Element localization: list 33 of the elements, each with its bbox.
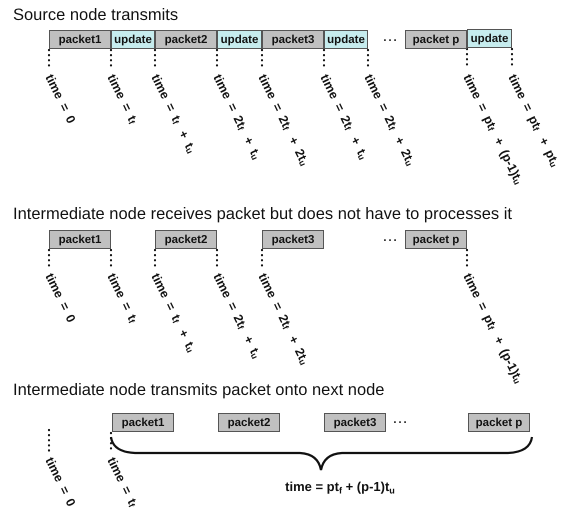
update-block: update: [217, 30, 262, 49]
dotted-line: [260, 248, 264, 270]
update-block: update: [324, 30, 368, 49]
packet-block: packet2: [155, 230, 217, 249]
time-label: time = 0: [42, 271, 78, 325]
dotted-line: [154, 248, 156, 270]
dotted-line: [48, 428, 50, 454]
ellipsis: …: [392, 410, 408, 428]
packet-block: packet1: [49, 230, 111, 249]
section-heading: Source node transmits: [13, 6, 178, 25]
packet-block: packet p: [405, 230, 467, 249]
ellipsis: …: [382, 28, 398, 46]
packet-block: packet2: [155, 30, 217, 49]
packet-block: packet p: [405, 30, 467, 49]
packet-block: packet3: [324, 413, 386, 432]
time-label: time = 0: [42, 455, 78, 509]
time-label: time = 0: [42, 72, 78, 126]
packet-block: packet2: [218, 413, 280, 432]
packet-block: packet p: [468, 413, 530, 432]
ellipsis: …: [382, 228, 398, 246]
packet-block: packet3: [262, 230, 324, 249]
packet-block: packet3: [262, 30, 324, 49]
section-heading: Intermediate node receives packet but does not have to processes it: [13, 205, 512, 224]
dotted-line: [216, 248, 218, 270]
section-heading: Intermediate node transmits packet onto next node: [13, 381, 384, 400]
dotted-line: [110, 248, 112, 270]
packet-block: packet1: [49, 30, 111, 49]
brace-label: time = pt$_{f}$ + (p-1)t$_{u}$: [285, 479, 395, 496]
update-block: update: [467, 29, 512, 48]
update-block: update: [111, 30, 155, 49]
packet-block: packet1: [112, 413, 174, 432]
dotted-line: [466, 248, 468, 270]
dotted-line: [48, 248, 50, 270]
